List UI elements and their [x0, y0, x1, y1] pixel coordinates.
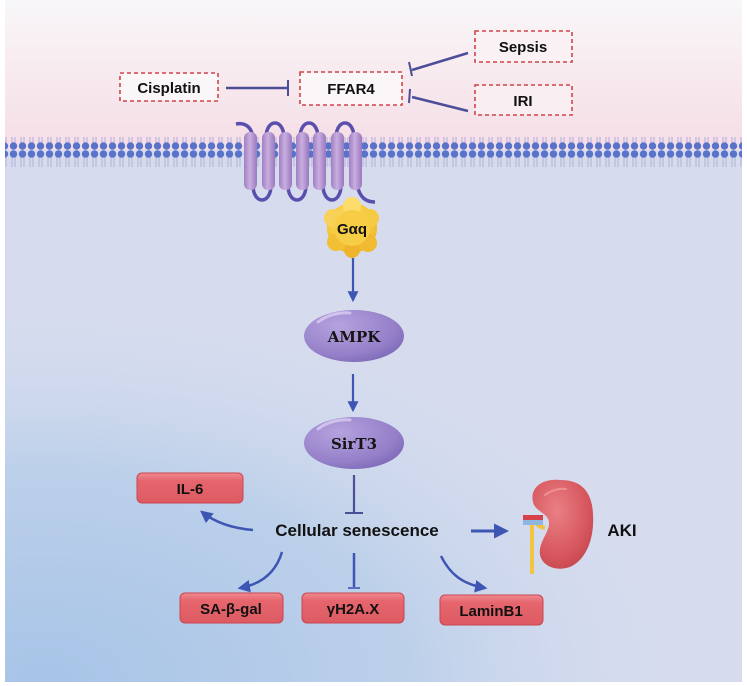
inhibition-sirt3-senescence	[345, 475, 363, 514]
arrow-senescence-il6	[200, 510, 254, 532]
cell-membrane	[5, 137, 742, 167]
inhibition-iri-ffar4	[408, 88, 469, 113]
ffar4-label: FFAR4	[327, 81, 375, 98]
inhibition-sepsis-ffar4	[408, 51, 469, 77]
cellular-senescence-label: Cellular senescence	[275, 521, 438, 540]
aki-label: AKI	[607, 521, 636, 540]
laminb1-label: LaminB1	[459, 603, 522, 620]
ffar4-node: FFAR4	[299, 71, 403, 106]
ampk-node: AMPK	[304, 310, 404, 362]
sepsis-label: Sepsis	[499, 39, 547, 56]
ffar4-receptor	[235, 121, 376, 204]
sirt3-label: SirT3	[331, 435, 377, 453]
gh2ax-label: γH2A.X	[327, 601, 380, 618]
gh2ax-marker: γH2A.X	[301, 592, 405, 624]
laminb1-marker: LaminB1	[439, 594, 544, 626]
sabgal-label: SA-β-gal	[200, 601, 262, 618]
arrow-senescence-gh2ax	[348, 553, 360, 589]
cisplatin-label: Cisplatin	[137, 80, 200, 97]
gaq-label: Gαq	[337, 221, 367, 238]
il6-label: IL-6	[177, 481, 204, 498]
gaq-node: Gαq	[324, 197, 379, 258]
arrow-senescence-laminb1	[439, 555, 488, 593]
arrow-senescence-sabgal	[237, 551, 284, 593]
iri-label: IRI	[513, 93, 532, 110]
ampk-label: AMPK	[327, 328, 382, 346]
sepsis-node: Sepsis	[474, 30, 573, 63]
il6-marker: IL-6	[136, 472, 244, 504]
inhibition-cisplatin-ffar4	[226, 80, 289, 96]
kidney-icon	[523, 479, 594, 574]
sabgal-marker: SA-β-gal	[179, 592, 284, 624]
cisplatin-node: Cisplatin	[119, 72, 219, 102]
iri-node: IRI	[474, 84, 573, 116]
sirt3-node: SirT3	[304, 417, 404, 469]
